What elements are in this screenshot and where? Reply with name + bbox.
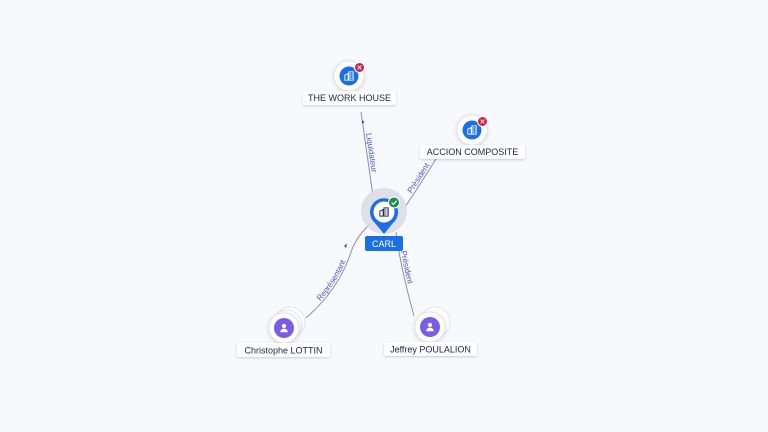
svg-text:Liquidateur: Liquidateur (364, 133, 379, 174)
svg-text:Représentant: Représentant (315, 258, 348, 303)
node-accion-composite[interactable]: ACCION COMPOSITE (420, 114, 525, 159)
arrow-icon (362, 120, 365, 124)
node-label-christophe-lottin: Christophe LOTTIN (244, 346, 322, 356)
node-label-carl: CARL (372, 239, 396, 249)
node-label-the-work-house: THE WORK HOUSE (308, 93, 391, 103)
node-label-jeffrey-poulalion: Jeffrey POULALION (390, 345, 471, 355)
edge-label-liquidateur: Liquidateur (364, 133, 379, 174)
edge-label-representant: Représentant (315, 258, 348, 303)
svg-text:Président: Président (406, 161, 432, 195)
svg-text:Président: Président (399, 250, 415, 285)
arrow-icon (344, 243, 347, 248)
node-label-accion-composite: ACCION COMPOSITE (427, 147, 519, 157)
node-jeffrey-poulalion[interactable]: Jeffrey POULALION (384, 306, 477, 356)
edge-liquidateur: Liquidateur (360, 111, 379, 197)
node-the-work-house[interactable]: THE WORK HOUSE (303, 60, 396, 105)
edge-representant: Représentant (305, 223, 371, 319)
close-badge-icon (354, 62, 365, 73)
close-badge-icon (477, 116, 488, 127)
node-carl[interactable]: CARL (361, 188, 407, 251)
edge-label-president-accion: Président (406, 161, 432, 195)
edge-label-president-poulalion: Président (399, 250, 415, 285)
check-badge-icon (388, 196, 400, 209)
node-christophe-lottin[interactable]: Christophe LOTTIN (237, 306, 330, 357)
